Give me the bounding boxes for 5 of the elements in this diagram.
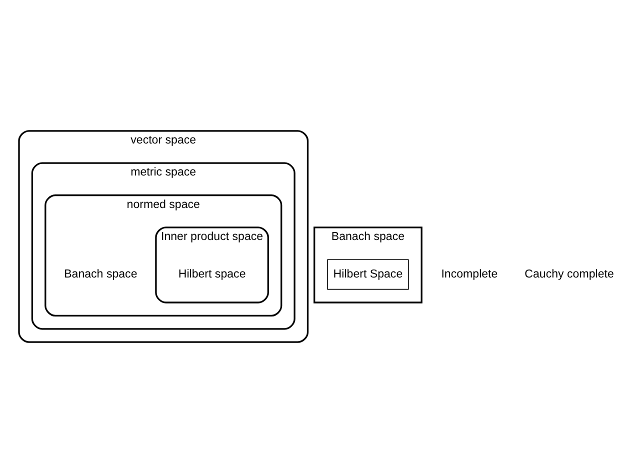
node-box: Hilbert Space bbox=[327, 259, 409, 290]
label: Hilbert space bbox=[178, 268, 246, 281]
label: Banach space bbox=[64, 268, 138, 281]
label: Cauchy complete bbox=[524, 268, 614, 281]
label: Incomplete bbox=[441, 268, 498, 281]
